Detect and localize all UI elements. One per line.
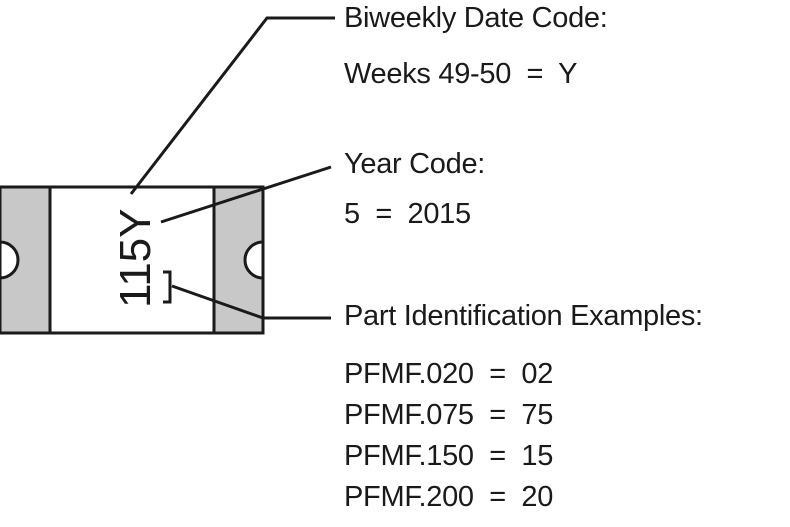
- year-code-title: Year Code:: [344, 148, 486, 180]
- date-code-leader: [129, 16, 335, 195]
- part-marking: 115Y: [111, 209, 160, 309]
- part-id-example: PFMF.150 = 15: [344, 440, 554, 472]
- part-id-example: PFMF.020 = 02: [344, 358, 554, 390]
- right-terminal: [212, 185, 265, 335]
- part-id-bracket: [163, 270, 172, 304]
- part-id-title: Part Identification Examples:: [344, 300, 703, 332]
- left-terminal: [0, 185, 52, 335]
- year-code-value: 5 = 2015: [344, 198, 471, 230]
- fuse-component: 115Y: [0, 185, 265, 335]
- date-code-value: Weeks 49-50 = Y: [344, 58, 578, 90]
- year-code-leader: [160, 165, 332, 224]
- part-id-leader: [171, 284, 331, 320]
- date-code-title: Biweekly Date Code:: [344, 2, 608, 34]
- part-id-example: PFMF.200 = 20: [344, 481, 554, 513]
- part-id-example: PFMF.075 = 75: [344, 399, 554, 431]
